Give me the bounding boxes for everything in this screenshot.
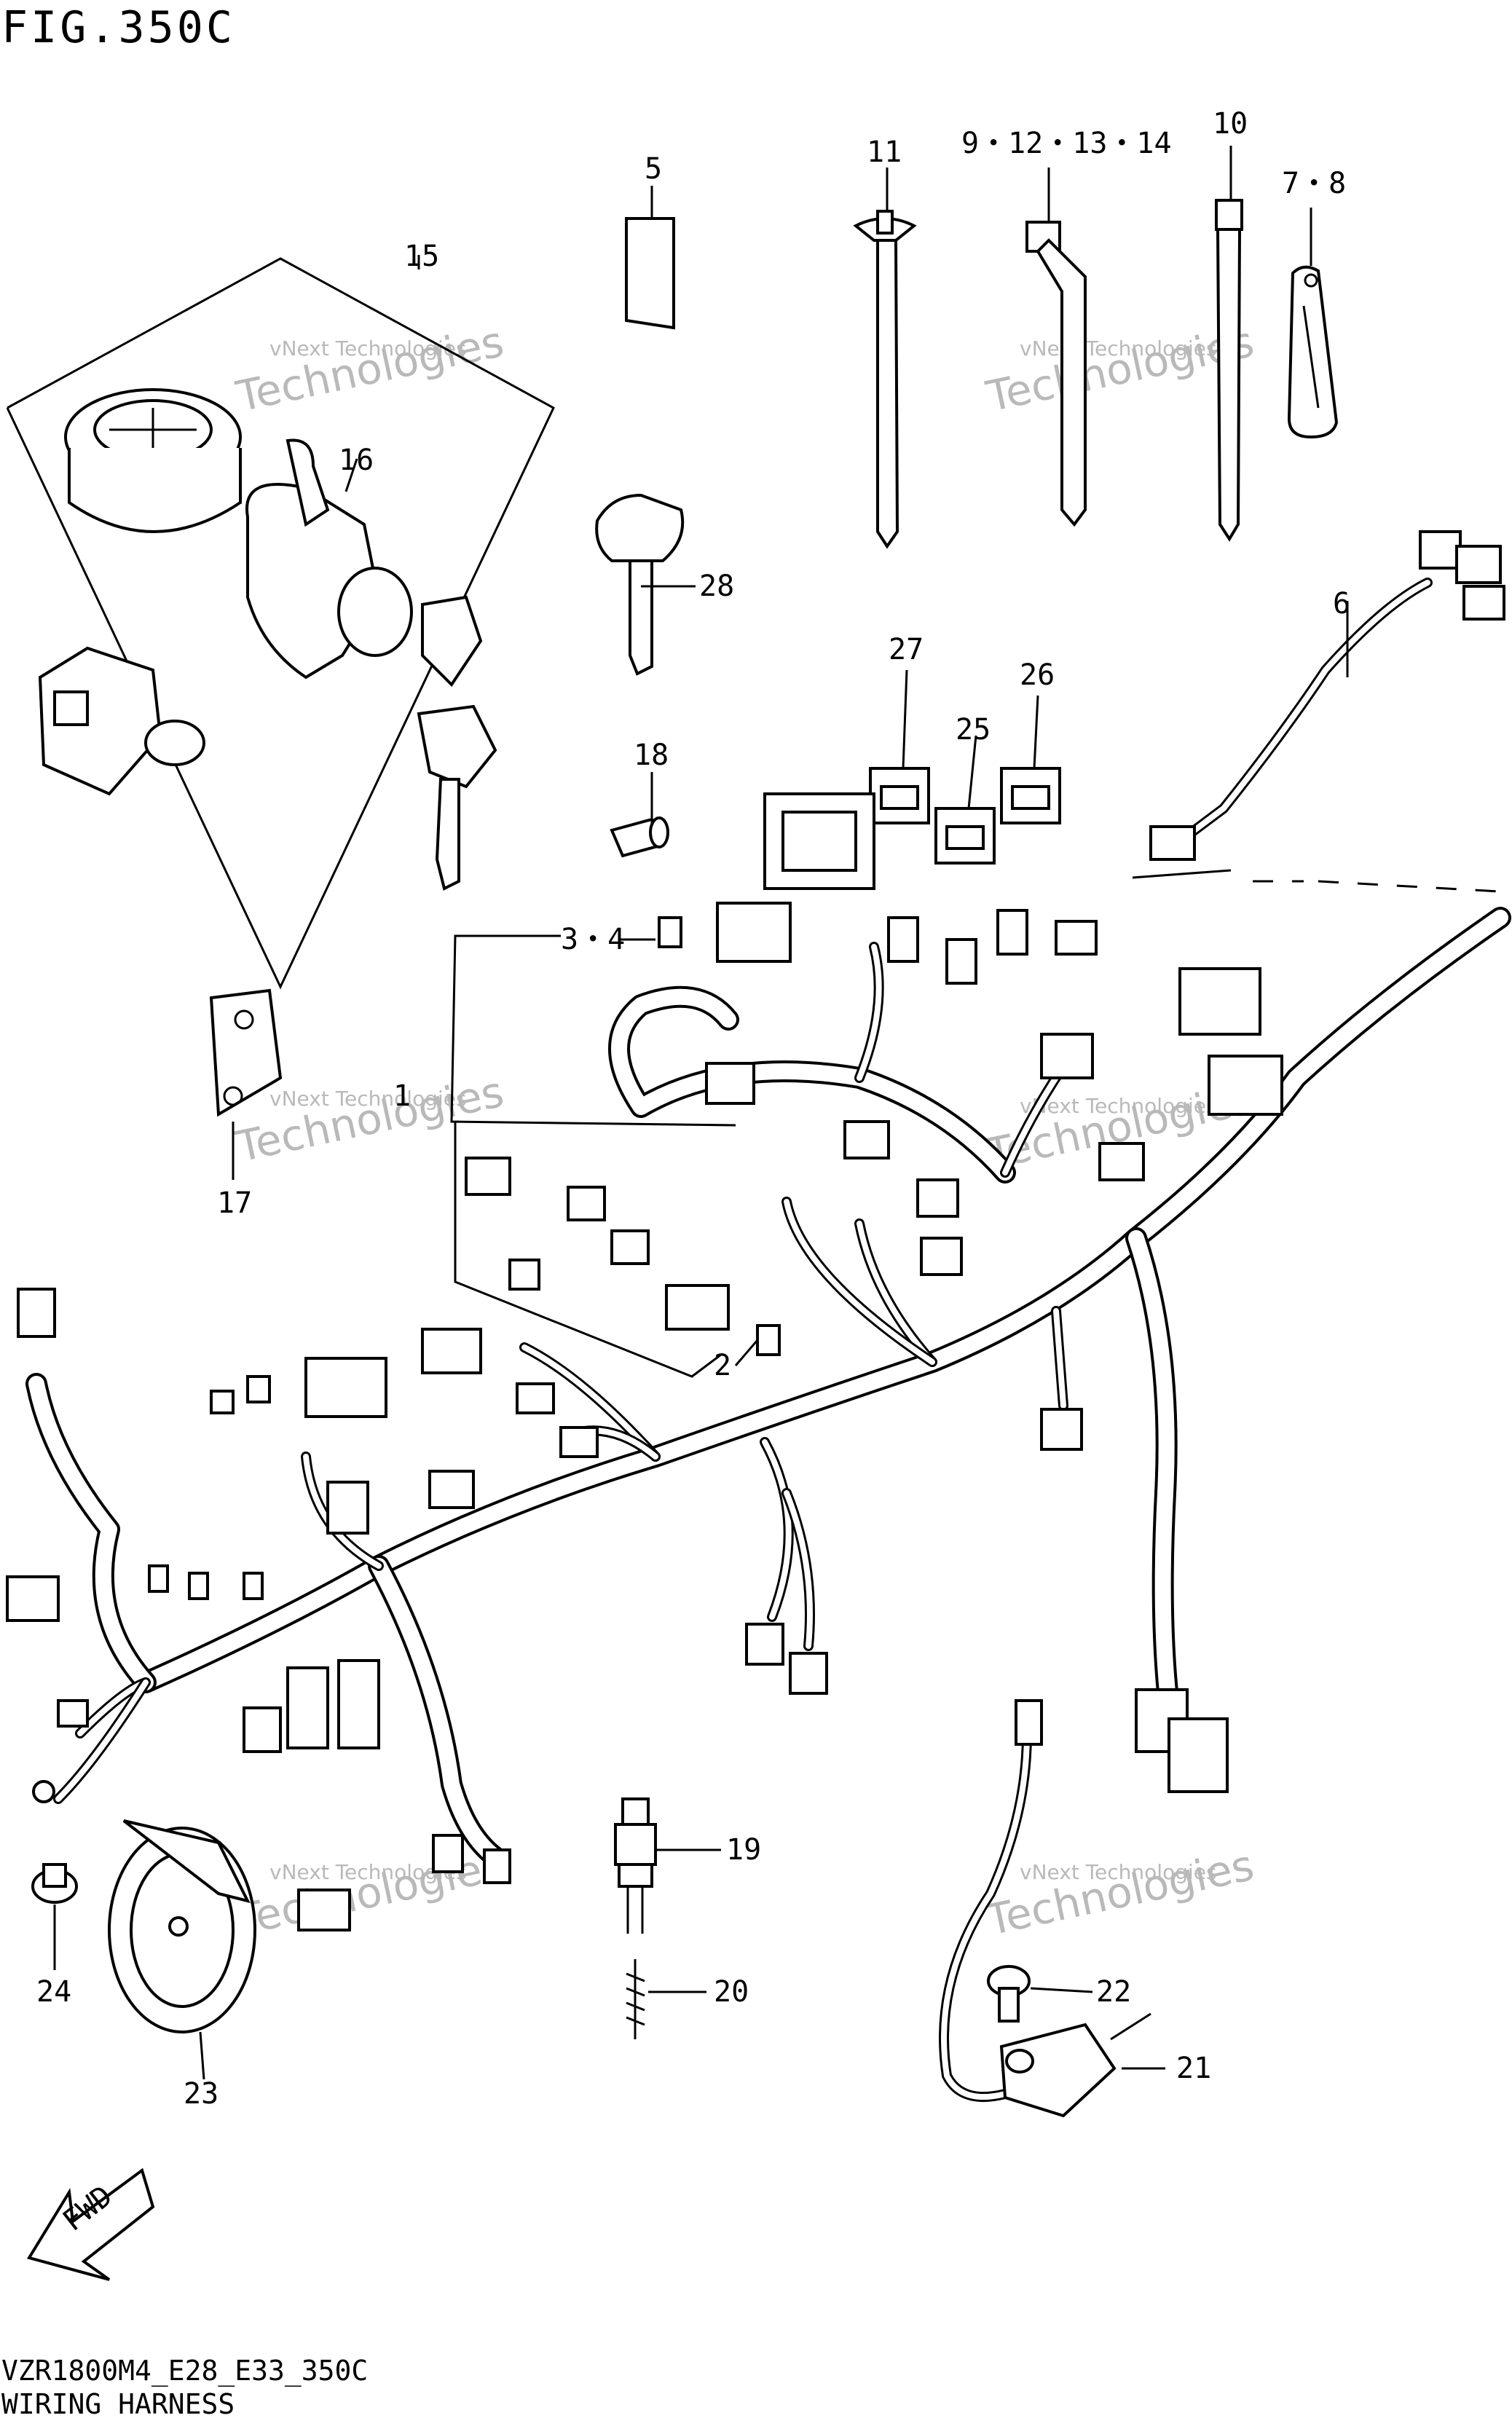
watermark-bottom-left: vNext Technologies Technologies <box>232 1840 508 1945</box>
figure-label: FIG.350C <box>1 2 235 53</box>
clamp-band-7-8[interactable] <box>1287 265 1339 439</box>
sensor-21[interactable] <box>939 1699 1151 2118</box>
switch-19[interactable] <box>614 1797 657 1934</box>
callout-20: 20 <box>714 1975 749 2009</box>
svg-text:Technologies: Technologies <box>982 317 1259 422</box>
callout-1: 1 <box>393 1079 411 1113</box>
callout-5: 5 <box>645 152 662 186</box>
steering-lock-part[interactable] <box>38 646 205 796</box>
model-code: VZR1800M4_E28_E33_350C <box>1 2355 368 2387</box>
callout-23: 23 <box>184 2077 218 2111</box>
connector-26[interactable] <box>1000 767 1061 824</box>
key-blank-28[interactable] <box>595 493 685 676</box>
connector-block-main[interactable] <box>763 792 875 890</box>
spring-20[interactable] <box>626 1959 645 2039</box>
callout-25: 25 <box>956 713 991 747</box>
watermark-bottom-right: vNext Technologies Technologies <box>982 1840 1259 1945</box>
callout-21: 21 <box>1176 2052 1211 2085</box>
callout-16: 16 <box>339 444 374 477</box>
ignition-key-part[interactable] <box>417 595 497 891</box>
callout-28: 28 <box>699 570 734 603</box>
svg-text:Technologies: Technologies <box>982 1840 1259 1945</box>
connector-ref-line <box>1132 869 1512 894</box>
leader-lines <box>53 146 1349 2080</box>
sub-harness-6[interactable] <box>1149 530 1505 861</box>
screw-18[interactable] <box>610 816 669 858</box>
watermark-top-right: vNext Technologies Technologies <box>982 317 1259 422</box>
svg-text:vNext Technologies: vNext Technologies <box>1020 336 1217 361</box>
ignition-switch-part[interactable] <box>245 438 413 680</box>
diagram-title: WIRING HARNESS <box>1 2388 235 2418</box>
svg-text:vNext Technologies: vNext Technologies <box>1020 1860 1217 1884</box>
fwd-arrow: FWD <box>26 2167 155 2281</box>
callout-10: 10 <box>1213 107 1248 141</box>
clamp-9-12-13-14[interactable] <box>1025 221 1087 527</box>
callout-11: 11 <box>867 135 902 169</box>
callout-15: 15 <box>404 240 439 273</box>
callout-19: 19 <box>726 1833 761 1867</box>
svg-text:vNext Technologies: vNext Technologies <box>1020 1094 1217 1118</box>
callout-18: 18 <box>634 739 669 772</box>
bracket-17-part[interactable] <box>209 988 283 1117</box>
callout-6: 6 <box>1333 587 1350 621</box>
connector-27[interactable] <box>869 767 930 824</box>
bolt-24[interactable] <box>31 1863 78 1904</box>
callout-24: 24 <box>36 1975 71 2009</box>
clip-11[interactable] <box>853 210 917 549</box>
fuse-3-4[interactable] <box>658 916 682 948</box>
callout-9-12-13-14: 9・12・13・14 <box>961 127 1172 160</box>
ignition-kit-box <box>6 257 555 990</box>
callout-17: 17 <box>217 1186 252 1220</box>
callout-2: 2 <box>714 1349 731 1382</box>
label-sticker-5[interactable] <box>625 217 675 330</box>
bolt-22[interactable] <box>987 1965 1031 2023</box>
horn-23[interactable] <box>108 1819 256 2033</box>
watermark-top-left: vNext Technologies Technologies <box>232 317 508 422</box>
callout-7-8: 7・8 <box>1282 167 1346 200</box>
cable-tie-10[interactable] <box>1215 199 1243 542</box>
harness-connectors[interactable] <box>6 902 1283 1931</box>
callout-27: 27 <box>889 633 924 666</box>
svg-text:Technologies: Technologies <box>232 317 508 422</box>
svg-text:vNext Technologies: vNext Technologies <box>269 336 467 361</box>
callout-3-4: 3・4 <box>561 923 625 956</box>
fuel-cap-part[interactable] <box>64 388 242 533</box>
svg-text:Technologies: Technologies <box>232 1840 508 1945</box>
connector-25[interactable] <box>934 807 996 865</box>
callout-22: 22 <box>1096 1975 1131 2009</box>
harness-box-1 <box>450 934 736 1378</box>
harness-branches <box>53 942 1076 1804</box>
callout-26: 26 <box>1020 658 1055 692</box>
svg-text:vNext Technologies: vNext Technologies <box>269 1087 467 1111</box>
